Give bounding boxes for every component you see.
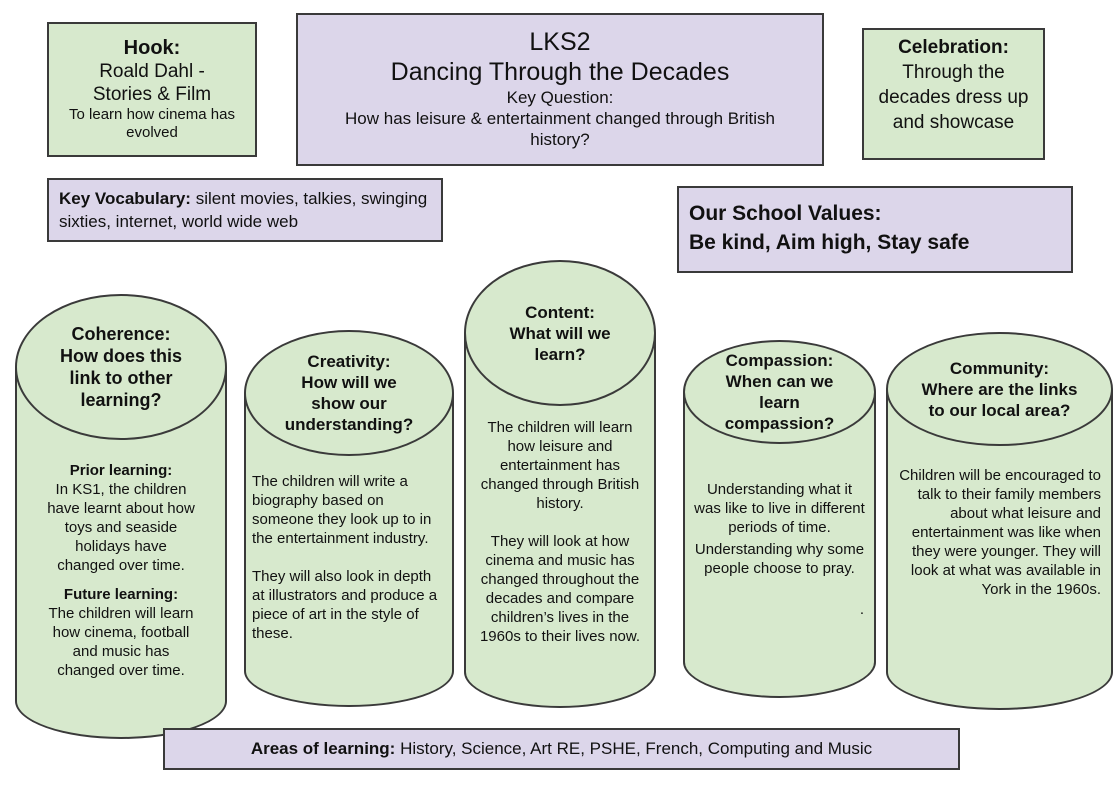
vocabulary-label: Key Vocabulary: [59,189,191,208]
values-box: Our School Values: Be kind, Aim high, St… [677,186,1073,273]
celebration-box: Celebration: Through the decades dress u… [862,28,1045,160]
cylinder-cap: Coherence: How does this link to other l… [15,294,227,440]
content-cylinder: Content: What will we learn? The childre… [464,260,656,708]
compassion-cylinder: Compassion: When can we learn compassion… [683,340,876,698]
phase-title: LKS2 [529,28,591,56]
values-heading: Our School Values: [689,202,882,225]
areas-list: History, Science, Art RE, PSHE, French, … [395,739,873,758]
hook-detail: To learn how cinema has evolved [69,106,235,141]
areas-of-learning-box: Areas of learning: History, Science, Art… [163,728,960,770]
creativity-question: How will we show our understanding? [284,373,414,434]
celebration-heading: Celebration: [898,37,1009,58]
coherence-cylinder: Coherence: How does this link to other l… [15,294,227,739]
key-question: How has leisure & entertainment changed … [345,109,775,149]
community-text: Children will be encouraged to talk to t… [896,466,1101,599]
values-list: Be kind, Aim high, Stay safe [689,231,970,254]
future-learning-label: Future learning: [63,586,179,603]
hook-box: Hook: Roald Dahl - Stories & Film To lea… [47,22,257,157]
coherence-question: How does this link to other learning? [59,346,182,410]
prior-learning-label: Prior learning: [69,462,173,479]
creativity-heading: Creativity: [307,352,391,371]
title-box: LKS2 Dancing Through the Decades Key Que… [296,13,824,166]
content-paragraph-1: The children will learn how leisure and … [480,419,640,512]
compassion-heading: Compassion: [725,351,834,370]
topic-title: Dancing Through the Decades [390,58,730,86]
content-paragraph-2: They will look at how cinema and music h… [479,533,641,645]
hook-heading: Hook: [123,37,181,59]
coherence-text: Prior learning: In KS1, the children hav… [45,461,197,680]
cylinder-cap: Content: What will we learn? [464,260,656,406]
compassion-text: Understanding what it was like to live i… [693,480,866,619]
creativity-paragraph-1: The children will write a biography base… [252,473,432,547]
hook-line: Roald Dahl - Stories & Film [92,61,212,105]
cylinder-cap: Creativity: How will we show our underst… [244,330,454,456]
community-paragraph-1: Children will be encouraged to talk to t… [899,467,1101,598]
community-heading: Community: [949,358,1050,378]
coherence-heading: Coherence: [71,324,171,344]
compassion-paragraph-2: Understanding why some people choose to … [694,541,865,577]
vocabulary-box: Key Vocabulary: silent movies, talkies, … [47,178,443,242]
vocabulary-words: silent movies, talkies, swinging sixties… [59,189,428,231]
cylinder-cap: Compassion: When can we learn compassion… [683,340,876,444]
content-heading: Content: [525,302,595,322]
content-question: What will we learn? [509,323,611,364]
creativity-paragraph-2: They will also look in depth at illustra… [252,568,438,642]
creativity-cylinder: Creativity: How will we show our underst… [244,330,454,707]
compassion-question: When can we learn compassion? [724,372,835,433]
community-cylinder: Community: Where are the links to our lo… [886,332,1113,710]
compassion-dot: . [859,601,864,618]
areas-label: Areas of learning: [250,739,396,758]
prior-learning-text: In KS1, the children have learnt about h… [47,481,195,574]
content-text: The children will learn how leisure and … [478,418,642,646]
cylinder-cap: Community: Where are the links to our lo… [886,332,1113,446]
compassion-paragraph-1: Understanding what it was like to live i… [694,481,865,536]
celebration-text: Through the decades dress up and showcas… [878,62,1029,133]
key-question-label: Key Question: [506,88,614,107]
future-learning-text: The children will learn how cinema, foot… [48,605,194,679]
creativity-text: The children will write a biography base… [252,472,446,643]
community-question: Where are the links to our local area? [921,379,1078,420]
